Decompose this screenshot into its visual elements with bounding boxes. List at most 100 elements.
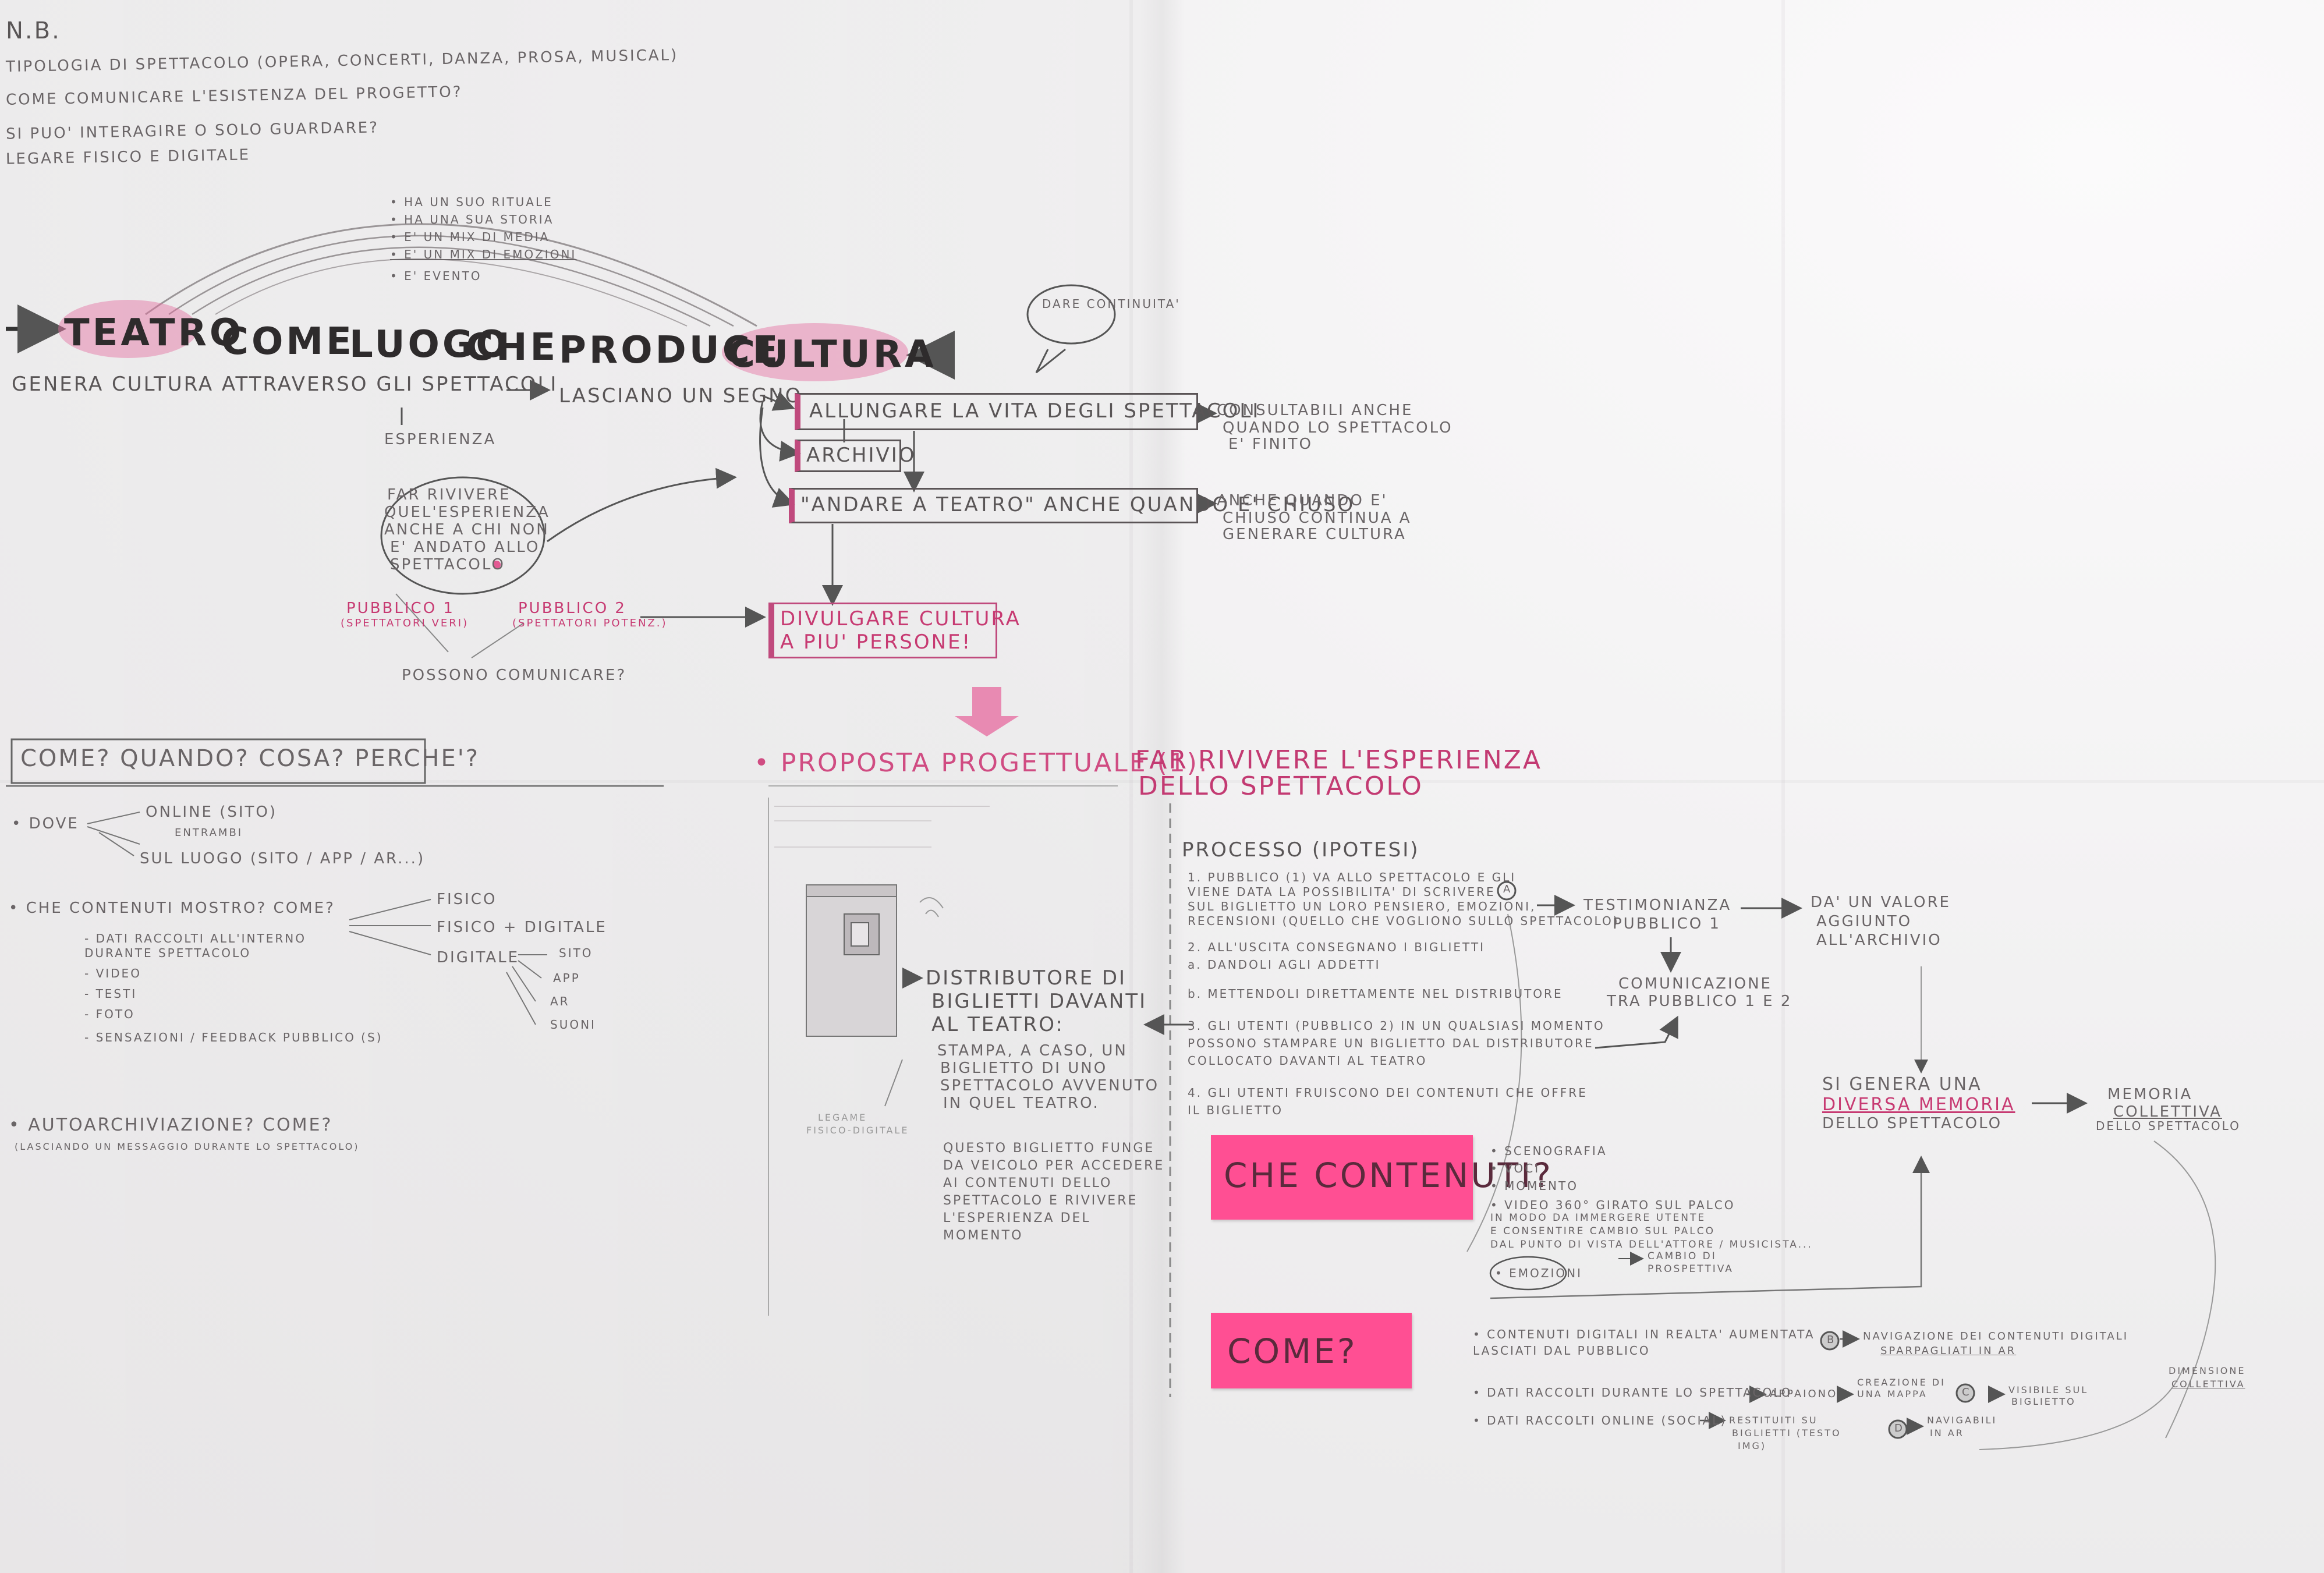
stampa-line: BIGLIETTO DI UNO — [940, 1060, 1108, 1077]
badge-c: C — [1962, 1386, 1971, 1398]
autoarchiviazione-question: • AUTOARCHIVIAZIONE? COME? — [9, 1115, 333, 1135]
comunicazione-line: TRA PUBBLICO 1 E 2 — [1607, 993, 1792, 1010]
contents-item: • VOCI — [1490, 1161, 1540, 1175]
title-word-come: COME — [221, 320, 355, 363]
process-step: COLLOCATO DAVANTI AL TEATRO — [1188, 1054, 1427, 1068]
nb-label: N.B. — [6, 17, 61, 44]
come-item: • DATI RACCOLTI DURANTE LO SPETTACOLO — [1473, 1386, 1792, 1400]
memoria-line: COLLETTIVA — [2113, 1103, 2222, 1121]
title-word-produce: PRODUCE — [559, 329, 781, 372]
pubblico2-sub: (SPETTATORI POTENZ.) — [512, 617, 668, 629]
paper-fold-vertical-right — [1781, 0, 1785, 1573]
sticky-note-come: COME? — [1211, 1313, 1412, 1388]
autoarchiviazione-sub: (LASCIANDO UN MESSAGGIO DURANTE LO SPETT… — [15, 1141, 360, 1152]
distributore-line: BIGLIETTI DAVANTI — [931, 990, 1147, 1013]
sticky-note-che-contenuti: CHE CONTENUTI? — [1211, 1135, 1551, 1220]
ritual-item: • HA UN SUO RITUALE — [390, 195, 553, 209]
content-item: - TESTI — [84, 987, 137, 1001]
stampa-line: IN QUEL TEATRO. — [943, 1094, 1100, 1112]
memoria-line: DELLO SPETTACOLO — [2096, 1119, 2241, 1133]
creazione-line: UNA MAPPA — [1857, 1388, 1928, 1400]
memoria-line: MEMORIA — [2107, 1086, 2193, 1103]
testimonianza-line: PUBBLICO 1 — [1613, 915, 1721, 933]
fisico-label: FISICO — [437, 891, 497, 908]
distributore-line: DISTRIBUTORE DI — [926, 966, 1127, 990]
far-rivivere-line: SPETTACOLO — [390, 556, 505, 573]
andare-text: "ANDARE A TEATRO" ANCHE QUANDO E' CHIUSO — [800, 493, 1355, 516]
ritual-item: • E' UN MIX DI EMOZIONI — [390, 247, 577, 261]
title-word-teatro: TEATRO — [64, 311, 245, 355]
content-item: - SENSAZIONI / FEEDBACK PUBBLICO (S) — [84, 1030, 383, 1044]
legame-line: LEGAME — [818, 1112, 867, 1123]
content-item: DURANTE SPETTACOLO — [84, 946, 251, 960]
questo-line: QUESTO BIGLIETTO FUNGE — [943, 1141, 1155, 1156]
digitale-option: APP — [553, 971, 580, 985]
process-step: 4. GLI UTENTI FRUISCONO DEI CONTENUTI CH… — [1188, 1086, 1588, 1100]
far-rivivere-line: FAR RIVIVERE — [387, 486, 511, 504]
far-rivivere-line: ANCHE A CHI NON — [384, 521, 550, 538]
da-valore-line: ALL'ARCHIVIO — [1816, 931, 1942, 949]
process-step: a. DANDOLI AGLI ADDETTI — [1188, 958, 1381, 972]
anche-quando-line: GENERARE CULTURA — [1223, 526, 1407, 543]
si-genera-line: SI GENERA UNA — [1822, 1074, 1982, 1094]
process-step: VIENE DATA LA POSSIBILITA' DI SCRIVERE — [1188, 885, 1496, 899]
archivio-box: ARCHIVIO — [795, 440, 915, 472]
content-item: - DATI RACCOLTI ALL'INTERNO — [84, 931, 306, 945]
sticky-come-text: COME? — [1227, 1331, 1358, 1371]
content-item: - FOTO — [84, 1007, 135, 1021]
restituiti-line: BIGLIETTI (TESTO — [1732, 1427, 1841, 1439]
process-step: 3. GLI UTENTI (PUBBLICO 2) IN UN QUALSIA… — [1188, 1019, 1605, 1033]
navigazione-line: NAVIGAZIONE DEI CONTENUTI DIGITALI — [1863, 1330, 2129, 1342]
digitale-option: SUONI — [550, 1018, 596, 1032]
paper-fold-horizontal — [0, 780, 2324, 783]
anche-quando-line: CHIUSO CONTINUA A — [1223, 509, 1412, 527]
questo-line: L'ESPERIENZA DEL — [943, 1211, 1091, 1225]
marker-highlight-cultura — [722, 323, 908, 381]
dare-continuita-label: DARE CONTINUITA' — [1042, 297, 1181, 311]
cambio-line: CAMBIO DI — [1648, 1250, 1717, 1262]
questions-title: COME? QUANDO? COSA? PERCHE'? — [20, 745, 480, 772]
come-item: LASCIATI DAL PUBBLICO — [1473, 1344, 1650, 1358]
esperienza-label: ESPERIENZA — [384, 431, 497, 448]
dimensione-line: DIMENSIONE — [2169, 1365, 2246, 1376]
testimonianza-line: TESTIMONIANZA — [1583, 897, 1732, 914]
questo-line: DA VEICOLO PER ACCEDERE — [943, 1159, 1165, 1173]
navigabili-line: IN AR — [1930, 1427, 1964, 1439]
stampa-line: STAMPA, A CASO, UN — [937, 1042, 1128, 1060]
comunicazione-line: COMUNICAZIONE — [1618, 975, 1772, 993]
digitale-label: DIGITALE — [437, 949, 520, 966]
process-title: PROCESSO (IPOTESI) — [1182, 838, 1420, 862]
lasciano-segno-text: LASCIANO UN SEGNO — [559, 384, 803, 408]
title-word-cultura: CULTURA — [728, 333, 937, 376]
consultabili-line: CONSULTABILI ANCHE — [1217, 402, 1413, 419]
badge-d: D — [1894, 1422, 1904, 1434]
ritual-item: • E' UN MIX DI MEDIA — [390, 230, 550, 244]
contents-item: • VIDEO 360° GIRATO SUL PALCO — [1490, 1198, 1735, 1212]
visibili-line: BIGLIETTO — [2011, 1396, 2076, 1407]
restituiti-line: IMG) — [1738, 1440, 1767, 1451]
ritual-item: • E' EVENTO — [390, 269, 482, 283]
content-item: - VIDEO — [84, 966, 141, 980]
process-step: b. METTENDOLI DIRETTAMENTE NEL DISTRIBUT… — [1188, 987, 1563, 1001]
questo-line: MOMENTO — [943, 1228, 1023, 1243]
proposal-title-b: FAR RIVIVERE L'ESPERIENZA — [1135, 745, 1542, 775]
badge-b: B — [1827, 1334, 1836, 1346]
dove-label: • DOVE — [12, 815, 79, 832]
divulgare-line: DIVULGARE CULTURA — [780, 607, 1021, 630]
contents-item: • SCENOGRAFIA — [1490, 1144, 1607, 1158]
sticky-che-contenuti-text: CHE CONTENUTI? — [1224, 1156, 1553, 1195]
da-valore-line: AGGIUNTO — [1816, 913, 1912, 930]
contents-item: DAL PUNTO DI VISTA DELL'ATTORE / MUSICIS… — [1490, 1239, 1813, 1250]
paper-fold-vertical — [1129, 0, 1133, 1573]
sul-luogo-label: SUL LUOGO (SITO / APP / AR...) — [140, 850, 426, 867]
dimensione-line: COLLETTIVA — [2171, 1379, 2245, 1390]
marker-highlight-teatro — [58, 300, 198, 358]
far-rivivere-line: E' ANDATO ALLO — [390, 538, 540, 556]
distributore-line: AL TEATRO: — [931, 1013, 1064, 1036]
cambio-line: PROSPETTIVA — [1648, 1263, 1734, 1275]
allungare-box: ALLUNGARE LA VITA DEGLI SPETTACOLI — [795, 393, 1258, 430]
process-step: RECENSIONI (QUELLO CHE VOGLIONO SULLO SP… — [1188, 914, 1620, 928]
creazione-line: CREAZIONE DI — [1857, 1377, 1946, 1388]
visibili-line: VISIBILE SUL — [2008, 1384, 2089, 1395]
emozioni-label: • EMOZIONI — [1495, 1266, 1582, 1280]
